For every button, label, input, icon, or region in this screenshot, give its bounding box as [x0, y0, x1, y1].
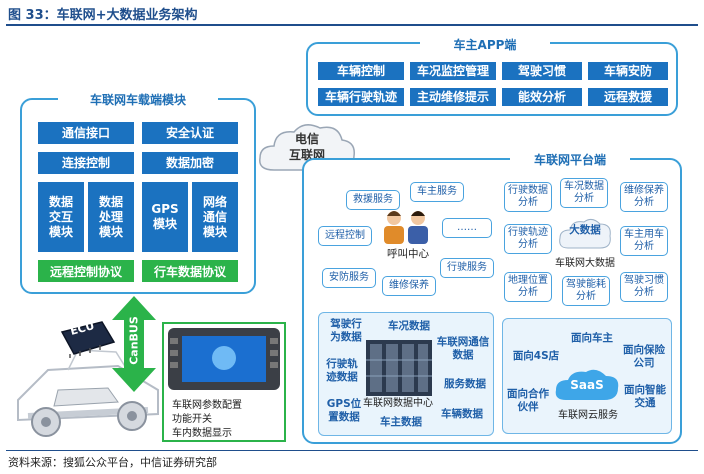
comm-interface-box: 通信接口 [38, 122, 134, 144]
call-service-ellipsis: …… [442, 218, 492, 238]
canbus-double-arrow [112, 296, 156, 392]
connection-control-box: 连接控制 [38, 152, 134, 174]
figure-title: 图 33：车联网+大数据业务架构 [8, 8, 198, 23]
dc-comm: 车联网通信数据 [436, 336, 490, 361]
title-divider [6, 24, 698, 26]
bd-driving-data: 行驶数据分析 [504, 182, 552, 212]
driving-data-protocol: 行车数据协议 [142, 260, 238, 282]
cloud-line1: 电信 [294, 132, 319, 146]
call-service-security: 安防服务 [322, 268, 376, 288]
feature-switch: 功能开关 [172, 414, 212, 425]
ecu-chip-icon [60, 321, 116, 358]
saas-target-4s: 面向4S店 [512, 350, 560, 362]
bd-condition-data: 车况数据分析 [560, 178, 608, 208]
call-center-label: 呼叫中心 [387, 248, 429, 260]
saas-cloud-icon [555, 369, 619, 400]
saas-target-traffic: 面向智能交通 [624, 384, 666, 409]
dc-trajectory: 行驶轨迹数据 [326, 358, 358, 383]
app-item-vehicle-control: 车辆控制 [318, 62, 404, 80]
saas-target-insurance: 面向保险公司 [623, 344, 665, 369]
big-data-cloud-label: 大数据 [569, 224, 601, 236]
gps-module: GPS 模块 [142, 182, 188, 252]
call-service-maintenance: 维修保养 [382, 276, 436, 296]
saas-label: SaaS [570, 378, 604, 392]
feature-display: 车内数据显示 [172, 428, 232, 439]
datacenter-label: 车联网数据中心 [363, 398, 433, 409]
network-module: 网络 通信 模块 [192, 182, 238, 252]
data-processing-module: 数据 处理 模块 [88, 182, 134, 252]
source-divider [6, 450, 698, 451]
source-note: 资料来源：搜狐公众平台，中信证券研究部 [8, 456, 217, 469]
dc-behavior: 驾驶行为数据 [330, 318, 362, 343]
call-service-remote: 远程控制 [318, 226, 372, 246]
saas-target-owner: 面向车主 [571, 332, 613, 344]
bd-maintenance: 维修保养分析 [620, 182, 668, 212]
big-data-label: 车联网大数据 [555, 258, 615, 269]
data-exchange-module: 数据 交互 模块 [38, 182, 84, 252]
app-panel-title: 车主APP端 [420, 36, 550, 53]
call-service-owner: 车主服务 [410, 182, 464, 202]
call-service-driving: 行驶服务 [440, 258, 494, 278]
app-item-condition-monitor: 车况监控管理 [410, 62, 496, 80]
bd-energy: 驾驶能耗分析 [562, 276, 610, 306]
saas-caption: 车联网云服务 [558, 410, 618, 421]
dc-service: 服务数据 [444, 378, 486, 390]
app-item-trajectory: 车辆行驶轨迹 [318, 88, 404, 106]
call-service-rescue: 救援服务 [346, 190, 400, 210]
app-item-efficiency: 能效分析 [502, 88, 582, 106]
app-item-maintenance-tips: 主动维修提示 [410, 88, 496, 106]
app-item-rescue: 远程救援 [588, 88, 668, 106]
dc-vehicle: 车辆数据 [441, 408, 483, 420]
bd-owner-usage: 车主用车分析 [620, 226, 668, 256]
bd-location: 地理位置分析 [504, 272, 552, 302]
bd-trajectory: 行驶轨迹分析 [504, 224, 552, 254]
app-item-driving-habits: 驾驶习惯 [502, 62, 582, 80]
server-room-icon [366, 340, 432, 396]
dc-owner: 车主数据 [380, 416, 422, 428]
dc-gps: GPS位置数据 [326, 398, 362, 423]
vehicle-panel-title: 车联网车载端模块 [58, 91, 218, 108]
dc-condition: 车况数据 [388, 320, 430, 332]
bd-habits: 驾驶习惯分析 [620, 272, 668, 302]
car-chassis-illustration [17, 349, 159, 437]
saas-target-partner: 面向合作伙伴 [507, 388, 549, 413]
remote-control-protocol: 远程控制协议 [38, 260, 134, 282]
feature-param-config: 车联网参数配置 [172, 400, 242, 411]
canbus-label: CanBUS [127, 316, 141, 365]
big-data-cloud-icon [559, 218, 611, 249]
app-item-security: 车辆安防 [588, 62, 668, 80]
call-center-agents-icon [384, 211, 428, 244]
security-auth-box: 安全认证 [142, 122, 238, 144]
head-unit-screen-icon [168, 328, 280, 390]
data-encryption-box: 数据加密 [142, 152, 238, 174]
platform-panel-title: 车联网平台端 [510, 151, 630, 168]
